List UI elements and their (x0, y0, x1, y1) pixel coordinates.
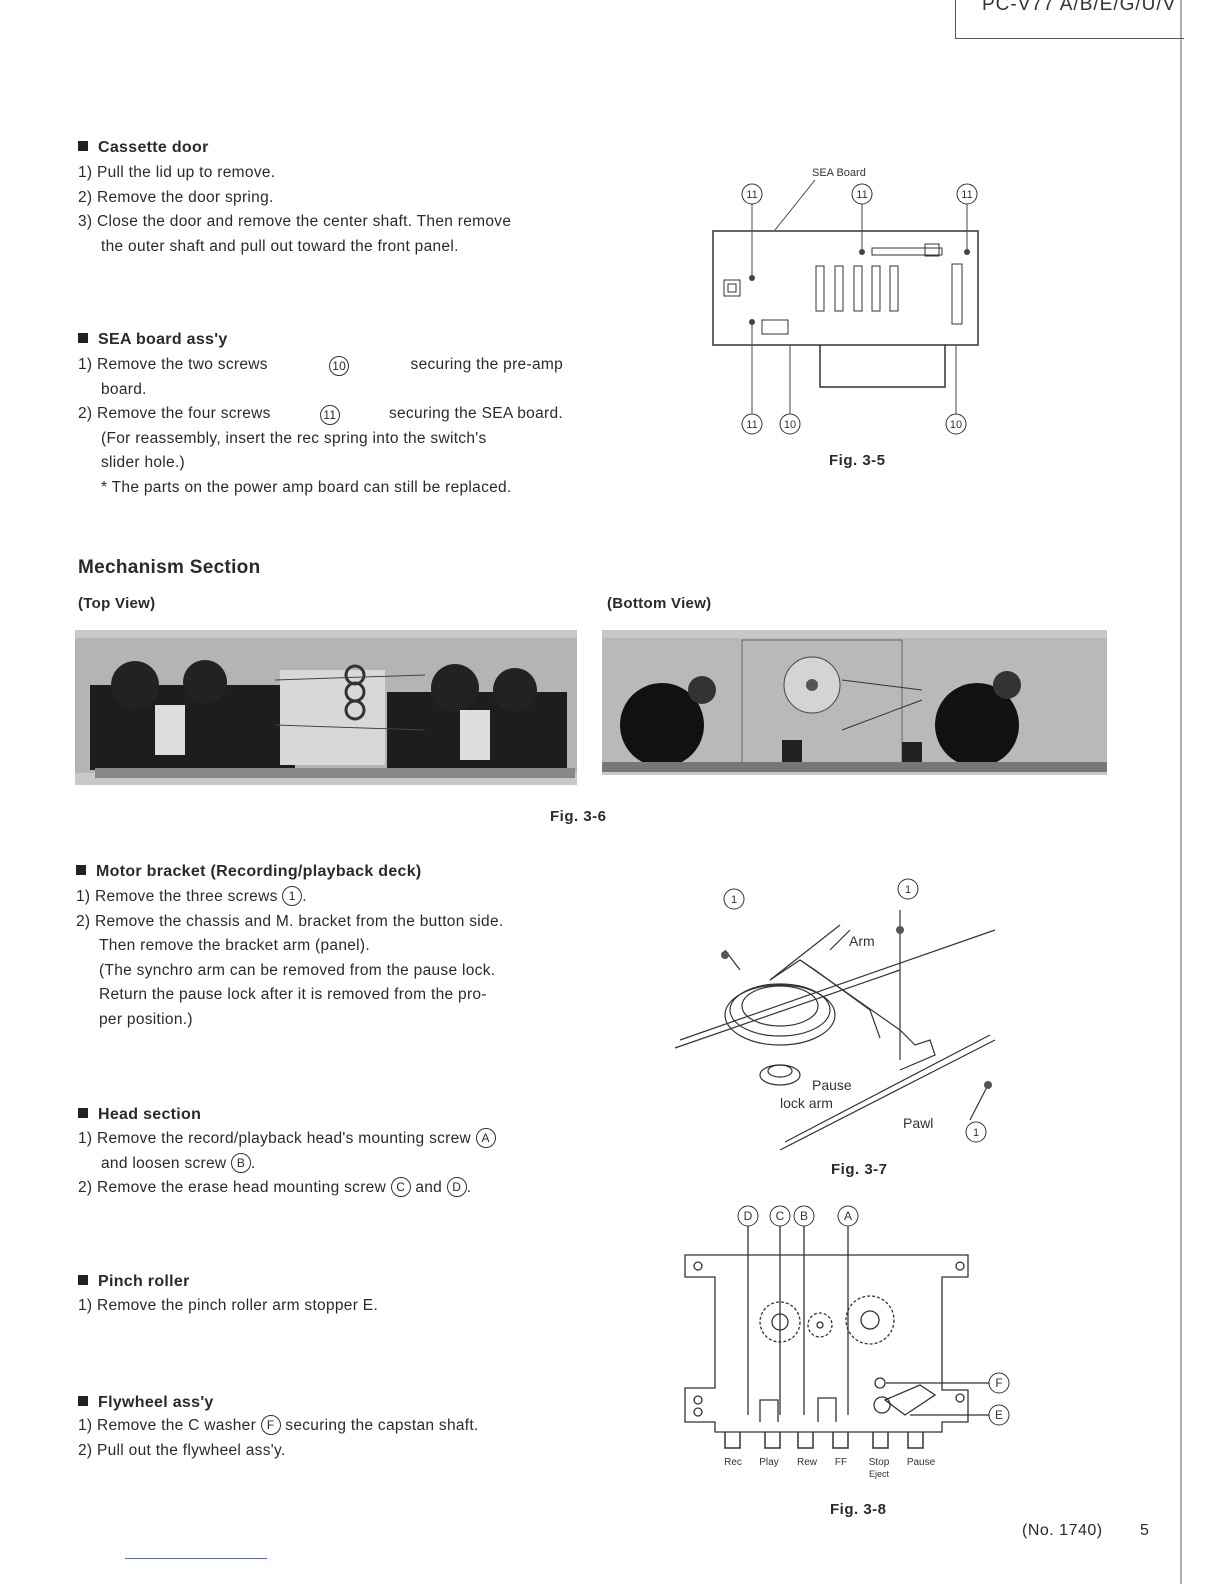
model-header-box (955, 0, 1184, 39)
bottom-view-photo (602, 630, 1107, 775)
svg-text:11: 11 (746, 419, 757, 431)
svg-text:Stop: Stop (869, 1457, 890, 1468)
fig-3-7-caption: Fig. 3-7 (831, 1161, 888, 1178)
screw-callout: F (260, 1415, 281, 1435)
svg-text:1: 1 (731, 894, 737, 906)
footer-link-rule (125, 1558, 267, 1559)
screw-callout: B (231, 1152, 252, 1173)
motor-bracket-steps: 1) Remove the three screws 1. 2) Remove … (76, 885, 561, 1032)
svg-text:1: 1 (905, 884, 911, 896)
lock-arm-label: lock arm (780, 1095, 833, 1111)
svg-text:C: C (776, 1209, 785, 1223)
bullet-square (78, 333, 88, 343)
svg-text:FF: FF (835, 1457, 847, 1468)
fig-3-5-caption: Fig. 3-5 (829, 452, 886, 469)
flywheel-steps: 1) Remove the C washer F securing the ca… (78, 1414, 568, 1463)
fig-3-8-diagram: D C B A F E Rec Play Rew FF (684, 1205, 1010, 1479)
svg-text:E: E (995, 1408, 1003, 1422)
list-item: 1) Remove the record/playback head's mou… (78, 1127, 568, 1176)
list-item: 2) Remove the door spring. (78, 188, 274, 206)
sea-board-steps: 1) Remove the two screws 10 securing the… (78, 353, 563, 500)
screw-callout: A (475, 1128, 496, 1148)
mechanism-heading: Mechanism Section (78, 557, 261, 578)
section-sea-board: SEA board ass'y (78, 331, 228, 349)
svg-text:D: D (744, 1209, 753, 1223)
bullet-square (76, 865, 86, 875)
arm-label: Arm (849, 933, 875, 949)
list-item: 1) Remove the C washer F securing the ca… (78, 1415, 479, 1435)
list-item: 3) Close the door and remove the center … (78, 213, 512, 255)
fig-3-6-caption: Fig. 3-6 (550, 808, 607, 825)
screw-callout: 10 (329, 356, 350, 376)
model-number: PC-V77 A/B/E/G/U/V (982, 0, 1177, 15)
svg-text:11: 11 (746, 189, 757, 201)
cassette-door-steps: 1) Pull the lid up to remove. 2) Remove … (78, 161, 568, 259)
list-item: 2) Remove the four screws 11 securing th… (78, 402, 563, 427)
top-view-photo (75, 630, 577, 785)
page-number: 5 (1140, 1522, 1150, 1539)
svg-text:11: 11 (856, 189, 867, 201)
list-item: 2) Remove the chassis and M. bracket fro… (76, 912, 504, 1028)
svg-text:11: 11 (961, 189, 972, 201)
svg-text:1: 1 (973, 1127, 979, 1139)
bullet-square (78, 1275, 88, 1285)
fig-3-8-caption: Fig. 3-8 (830, 1501, 887, 1518)
pinch-roller-steps: 1) Remove the pinch roller arm stopper E… (78, 1294, 378, 1319)
bullet-square (78, 1108, 88, 1118)
svg-text:Pause: Pause (907, 1457, 936, 1468)
sea-board-label: SEA Board (812, 167, 866, 179)
head-section-steps: 1) Remove the record/playback head's mou… (78, 1127, 568, 1201)
document-number: (No. 1740) (1022, 1522, 1103, 1539)
svg-text:10: 10 (784, 419, 796, 431)
bullet-square (78, 141, 88, 151)
section-motor-bracket: Motor bracket (Recording/playback deck) (76, 863, 422, 881)
screw-callout: D (446, 1177, 467, 1197)
list-item: 1) Remove the pinch roller arm stopper E… (78, 1297, 379, 1314)
pause-label: Pause (812, 1077, 852, 1093)
section-head: Head section (78, 1106, 201, 1124)
screw-callout: 1 (282, 886, 303, 906)
bottom-view-label: (Bottom View) (607, 595, 712, 612)
svg-text:A: A (844, 1209, 852, 1223)
list-item: 1) Remove the three screws 1. (76, 886, 307, 906)
list-item: 1) Pull the lid up to remove. (78, 164, 276, 181)
screw-callout: C (390, 1177, 411, 1197)
bullet-square (78, 1396, 88, 1406)
screw-callout: 11 (319, 405, 340, 425)
svg-text:10: 10 (950, 419, 962, 431)
svg-text:Rew: Rew (797, 1457, 818, 1468)
page-edge-rule (1180, 0, 1182, 1584)
list-item: 1) Remove the two screws 10 securing the… (78, 353, 563, 378)
svg-text:F: F (995, 1376, 1002, 1390)
section-flywheel: Flywheel ass'y (78, 1394, 214, 1412)
list-item: 2) Remove the erase head mounting screw … (78, 1177, 472, 1197)
fig-3-5-diagram: SEA Board 11 11 11 11 10 10 (712, 167, 979, 435)
svg-text:Rec: Rec (724, 1457, 742, 1468)
svg-text:Play: Play (759, 1457, 778, 1468)
section-cassette-door: Cassette door (78, 139, 209, 157)
pawl-label: Pawl (903, 1115, 933, 1131)
svg-text:B: B (800, 1209, 808, 1223)
top-view-label: (Top View) (78, 595, 156, 612)
svg-text:Eject: Eject (869, 1469, 890, 1479)
list-item: 2) Pull out the flywheel ass'y. (78, 1441, 286, 1459)
fig-3-7-diagram: 1 1 1 Arm Pause lock arm Pawl (674, 878, 996, 1151)
section-pinch-roller: Pinch roller (78, 1273, 190, 1291)
